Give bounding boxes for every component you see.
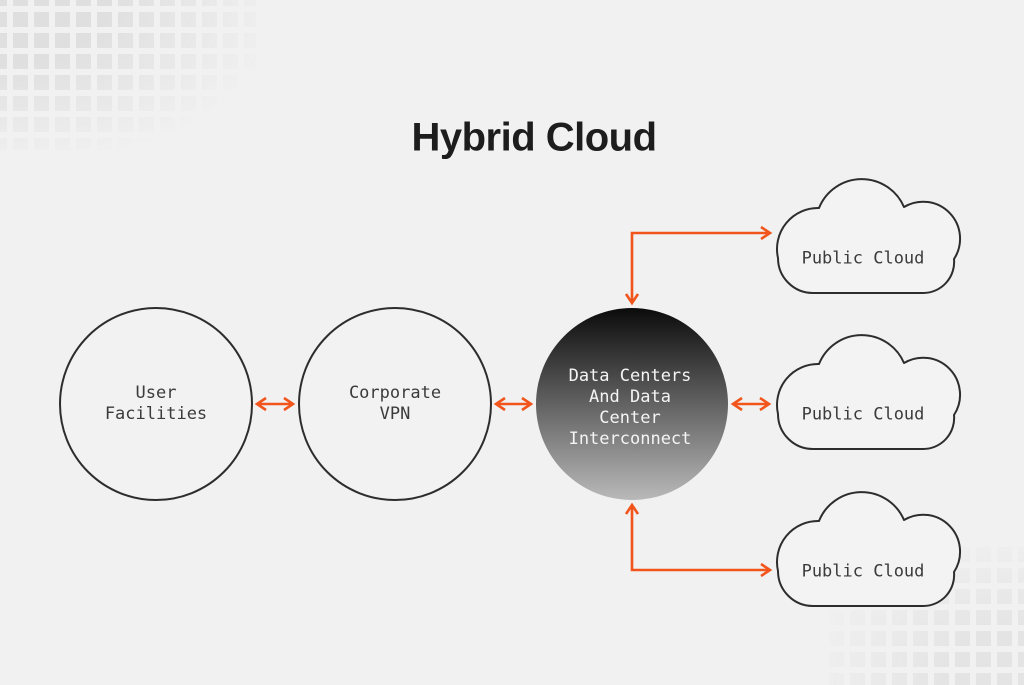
public-cloud-bottom-label: Public Cloud (801, 561, 925, 582)
public-cloud-middle-shape (776, 334, 962, 451)
user-facilities-circle (59, 307, 253, 501)
public-cloud-top-shape (776, 178, 962, 295)
arrow-datacenters-cloud-top (624, 225, 773, 306)
corporate-vpn-circle (298, 307, 492, 501)
data-centers-label: Data Centers And Data Center Interconnec… (568, 366, 692, 449)
arrow-vpn-datacenters (493, 396, 534, 412)
public-cloud-top-label: Public Cloud (801, 248, 925, 269)
arrow-user-vpn (254, 396, 296, 412)
arrow-datacenters-cloud-bottom (624, 502, 773, 578)
public-cloud-bottom-shape (776, 491, 962, 608)
user-facilities-label: User Facilities (104, 383, 208, 424)
data-centers-circle (536, 308, 728, 500)
diagram-title: Hybrid Cloud (411, 115, 657, 160)
arrow-datacenters-cloud-middle (730, 396, 772, 412)
corporate-vpn-label: Corporate VPN (348, 383, 442, 424)
public-cloud-middle-label: Public Cloud (801, 404, 925, 425)
